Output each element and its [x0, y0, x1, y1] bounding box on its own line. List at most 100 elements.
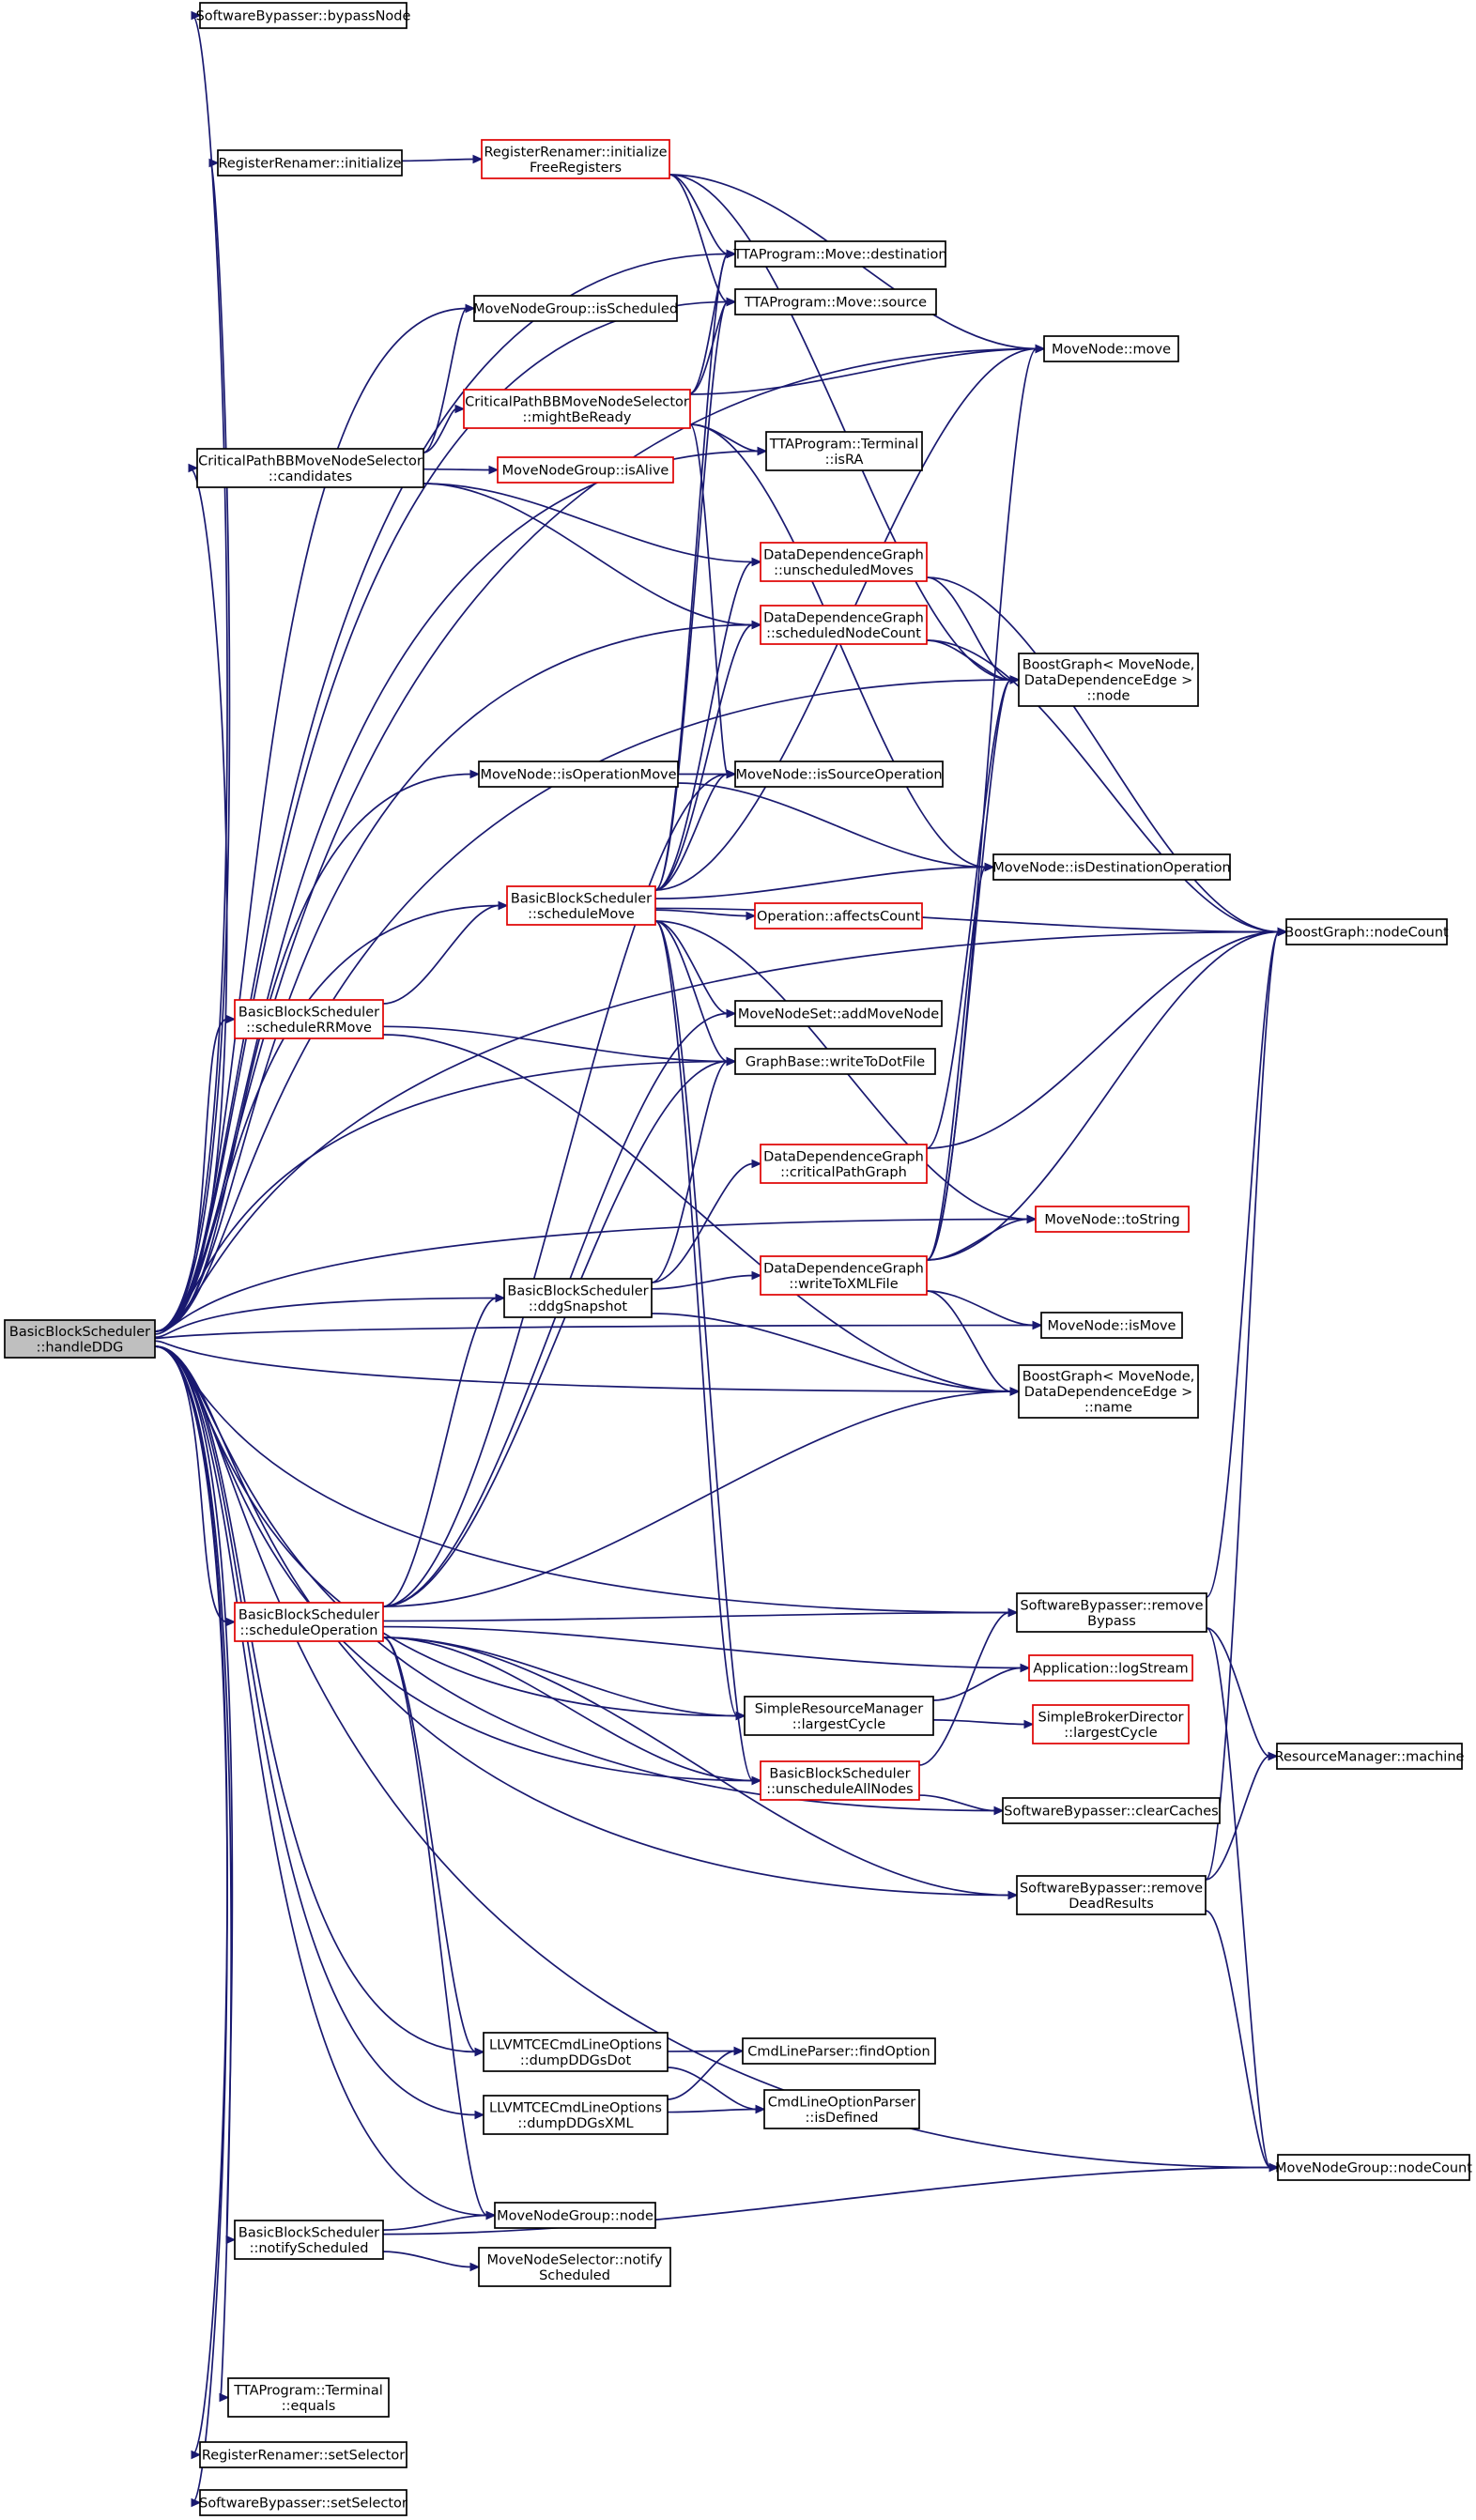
call-edges	[154, 10, 1288, 2508]
node-mnIsSourceOperation[interactable]: MoveNode::isSourceOperation	[734, 761, 944, 788]
node-mnToString[interactable]: MoveNode::toString	[1035, 1206, 1190, 1233]
call-edge-root-to-bbsUnscheduleAllNodes	[154, 1345, 754, 1782]
node-cpMightBeReady[interactable]: CriticalPathBBMoveNodeSelector::mightBeR…	[463, 389, 691, 429]
node-sbSetSelector[interactable]: SoftwareBypasser::setSelector	[199, 2489, 407, 2516]
node-box-mnIsMove	[1040, 1312, 1183, 1339]
node-label-bgNode-1: DataDependenceEdge >	[1024, 673, 1192, 688]
node-moveNodeMove[interactable]: MoveNode::move	[1043, 335, 1179, 362]
node-sbClearCaches[interactable]: SoftwareBypasser::clearCaches	[1002, 1797, 1221, 1824]
arrowhead-root-to-bbsScheduleRRMove	[225, 1014, 237, 1024]
node-ddgWriteToXMLFile[interactable]: DataDependenceGraph::writeToXMLFile	[760, 1255, 928, 1296]
node-label-bgNode-0: BoostGraph< MoveNode,	[1022, 658, 1195, 673]
node-box-ddgUnscheduledMoves	[760, 542, 928, 582]
node-clpFindOption[interactable]: CmdLineParser::findOption	[742, 2037, 936, 2065]
node-bypassNode[interactable]: SoftwareBypasser::bypassNode	[196, 2, 411, 29]
node-mnIsMove[interactable]: MoveNode::isMove	[1040, 1312, 1183, 1339]
call-edge-ddgCriticalPathGraph-to-bgNode	[926, 679, 1012, 1149]
call-edge-bbsScheduleMove-to-opAffectsCount	[654, 909, 748, 917]
node-mnsAddMoveNode[interactable]: MoveNodeSet::addMoveNode	[734, 1000, 943, 1027]
node-moveSource[interactable]: TTAProgram::Move::source	[734, 288, 937, 315]
node-mngIsAlive[interactable]: MoveNodeGroup::isAlive	[497, 456, 674, 484]
arrowhead-bbsScheduleOperation-to-llvmDumpDot	[474, 2047, 485, 2057]
node-mnsNotifyScheduled[interactable]: MoveNodeSelector::notifyScheduled	[478, 2247, 671, 2287]
node-termEquals[interactable]: TTAProgram::Terminal::equals	[227, 2377, 390, 2418]
arrowhead-bbsScheduleMove-to-ddgUnscheduledMoves	[751, 557, 762, 567]
node-ddgUnscheduledMoves[interactable]: DataDependenceGraph::unscheduledMoves	[760, 542, 928, 582]
arrowhead-cpCandidates-to-cpMightBeReady	[454, 404, 466, 414]
call-edge-bbsScheduleOperation-to-bbsDdgSnapshot	[382, 1297, 498, 1607]
node-rmMachine[interactable]: ResourceManager::machine	[1275, 1743, 1465, 1770]
node-ddgCriticalPathGraph[interactable]: DataDependenceGraph::criticalPathGraph	[760, 1144, 928, 1184]
call-edge-bbsScheduleMove-to-bgNodeCount	[654, 907, 1280, 933]
node-cpCandidates[interactable]: CriticalPathBBMoveNodeSelector::candidat…	[196, 448, 424, 488]
arrowhead-cpCandidates-to-mngIsAlive	[488, 465, 500, 475]
call-edge-bbsScheduleMove-to-gbWriteToDotFile	[654, 920, 729, 1063]
node-bgName[interactable]: BoostGraph< MoveNode,DataDependenceEdge …	[1018, 1364, 1199, 1419]
arrowhead-bbsScheduleMove-to-opAffectsCount	[746, 911, 757, 921]
node-box-mnIsDestinationOperation	[992, 853, 1231, 881]
node-box-bgName	[1018, 1364, 1199, 1419]
call-edge-sbRemoveDeadResults-to-rmMachine	[1205, 1755, 1270, 1881]
call-edge-bbsUnscheduleAllNodes-to-sbClearCaches	[918, 1794, 996, 1812]
node-box-gbWriteToDotFile	[734, 1048, 936, 1075]
node-root[interactable]: BasicBlockScheduler::handleDDG	[4, 1319, 156, 1359]
node-bbsScheduleMove[interactable]: BasicBlockScheduler::scheduleMove	[506, 885, 656, 926]
node-moveDestination[interactable]: TTAProgram::Move::destination	[732, 240, 947, 268]
call-edge-root-to-srmLargestCycle	[154, 1345, 738, 1717]
node-rrSetSelector[interactable]: RegisterRenamer::setSelector	[199, 2441, 407, 2468]
node-ddgScheduledNodeCount[interactable]: DataDependenceGraph::scheduledNodeCount	[760, 605, 928, 645]
arrowhead-llvmDumpXML-to-clpFindOption	[733, 2046, 745, 2056]
node-bbsScheduleRRMove[interactable]: BasicBlockScheduler::scheduleRRMove	[234, 999, 384, 1039]
node-appLogStream[interactable]: Application::logStream	[1028, 1654, 1193, 1682]
node-bbsNotifyScheduled[interactable]: BasicBlockScheduler::notifyScheduled	[234, 2220, 384, 2260]
node-clopIsDefined[interactable]: CmdLineOptionParser::isDefined	[763, 2089, 920, 2129]
node-mnIsDestinationOperation[interactable]: MoveNode::isDestinationOperation	[992, 853, 1231, 881]
arrowhead-root-to-sbSetSelector	[191, 2497, 202, 2508]
arrowhead-sbRemoveDeadResults-to-rmMachine	[1268, 1751, 1279, 1761]
node-mnIsOperationMove[interactable]: MoveNode::isOperationMove	[478, 761, 679, 788]
arrowhead-root-to-bbsScheduleOperation	[225, 1617, 237, 1627]
node-mngNode[interactable]: MoveNodeGroup::node	[494, 2202, 656, 2229]
arrowhead-root-to-cpCandidates	[188, 463, 199, 473]
node-bbsDdgSnapshot[interactable]: BasicBlockScheduler::ddgSnapshot	[503, 1278, 653, 1318]
node-label-bgName-2: ::name	[1084, 1401, 1132, 1416]
node-label-bgNodeCount-0: BoostGraph::nodeCount	[1284, 926, 1449, 941]
node-bbsScheduleOperation[interactable]: BasicBlockScheduler::scheduleOperation	[234, 1602, 384, 1642]
node-srmLargestCycle[interactable]: SimpleResourceManager::largestCycle	[744, 1696, 934, 1736]
node-label-mnToString-0: MoveNode::toString	[1044, 1213, 1179, 1228]
node-box-bbsScheduleOperation	[234, 1602, 384, 1642]
node-llvmDumpXML[interactable]: LLVMTCECmdLineOptions::dumpDDGsXML	[483, 2095, 669, 2135]
node-mngNodeCount[interactable]: MoveNodeGroup::nodeCount	[1275, 2154, 1472, 2181]
node-bgNode[interactable]: BoostGraph< MoveNode,DataDependenceEdge …	[1018, 653, 1199, 707]
node-rrInitialize[interactable]: RegisterRenamer::initialize	[217, 149, 403, 177]
node-label-srmLargestCycle-1: ::largestCycle	[792, 1717, 885, 1732]
node-opAffectsCount[interactable]: Operation::affectsCount	[754, 902, 923, 930]
arrowhead-bbsNotifyScheduled-to-mnsNotifyScheduled	[469, 2262, 481, 2272]
call-edge-root-to-sbSetSelector	[154, 1345, 228, 2504]
node-gbWriteToDotFile[interactable]: GraphBase::writeToDotFile	[734, 1048, 936, 1075]
arrowhead-srmLargestCycle-to-sbdLargestCycle	[1023, 1719, 1035, 1729]
arrowhead-root-to-mnIsOperationMove	[469, 769, 481, 779]
call-edge-root-to-mngIsScheduled	[154, 307, 468, 1332]
node-box-sbRemoveBypass	[1016, 1592, 1207, 1633]
arrowhead-ddgWriteToXMLFile-to-mnToString	[1026, 1214, 1038, 1224]
node-label-bbsScheduleOperation-1: ::scheduleOperation	[240, 1623, 378, 1638]
node-box-mngNode	[494, 2202, 656, 2229]
node-label-termEquals-0: TTAProgram::Terminal	[233, 2383, 382, 2398]
node-mngIsScheduled[interactable]: MoveNodeGroup::isScheduled	[473, 295, 678, 322]
node-termIsRA[interactable]: TTAProgram::Terminal::isRA	[765, 431, 923, 471]
node-sbdLargestCycle[interactable]: SimpleBrokerDirector::largestCycle	[1032, 1704, 1190, 1744]
node-box-mnIsSourceOperation	[734, 761, 944, 788]
node-bgNodeCount[interactable]: BoostGraph::nodeCount	[1284, 918, 1449, 945]
node-bbsUnscheduleAllNodes[interactable]: BasicBlockScheduler::unscheduleAllNodes	[760, 1760, 920, 1801]
arrowhead-bbsScheduleOperation-to-srmLargestCycle	[735, 1711, 746, 1721]
node-label-bbsNotifyScheduled-0: BasicBlockScheduler	[238, 2225, 379, 2240]
node-label-ddgScheduledNodeCount-1: ::scheduledNodeCount	[766, 626, 921, 641]
arrowhead-root-to-llvmDumpXML	[474, 2110, 485, 2120]
arrowhead-ddgWriteToXMLFile-to-bgNode	[1009, 675, 1021, 684]
node-llvmDumpDot[interactable]: LLVMTCECmdLineOptions::dumpDDGsDot	[483, 2032, 669, 2072]
node-label-mnIsDestinationOperation-0: MoveNode::isDestinationOperation	[992, 861, 1230, 876]
